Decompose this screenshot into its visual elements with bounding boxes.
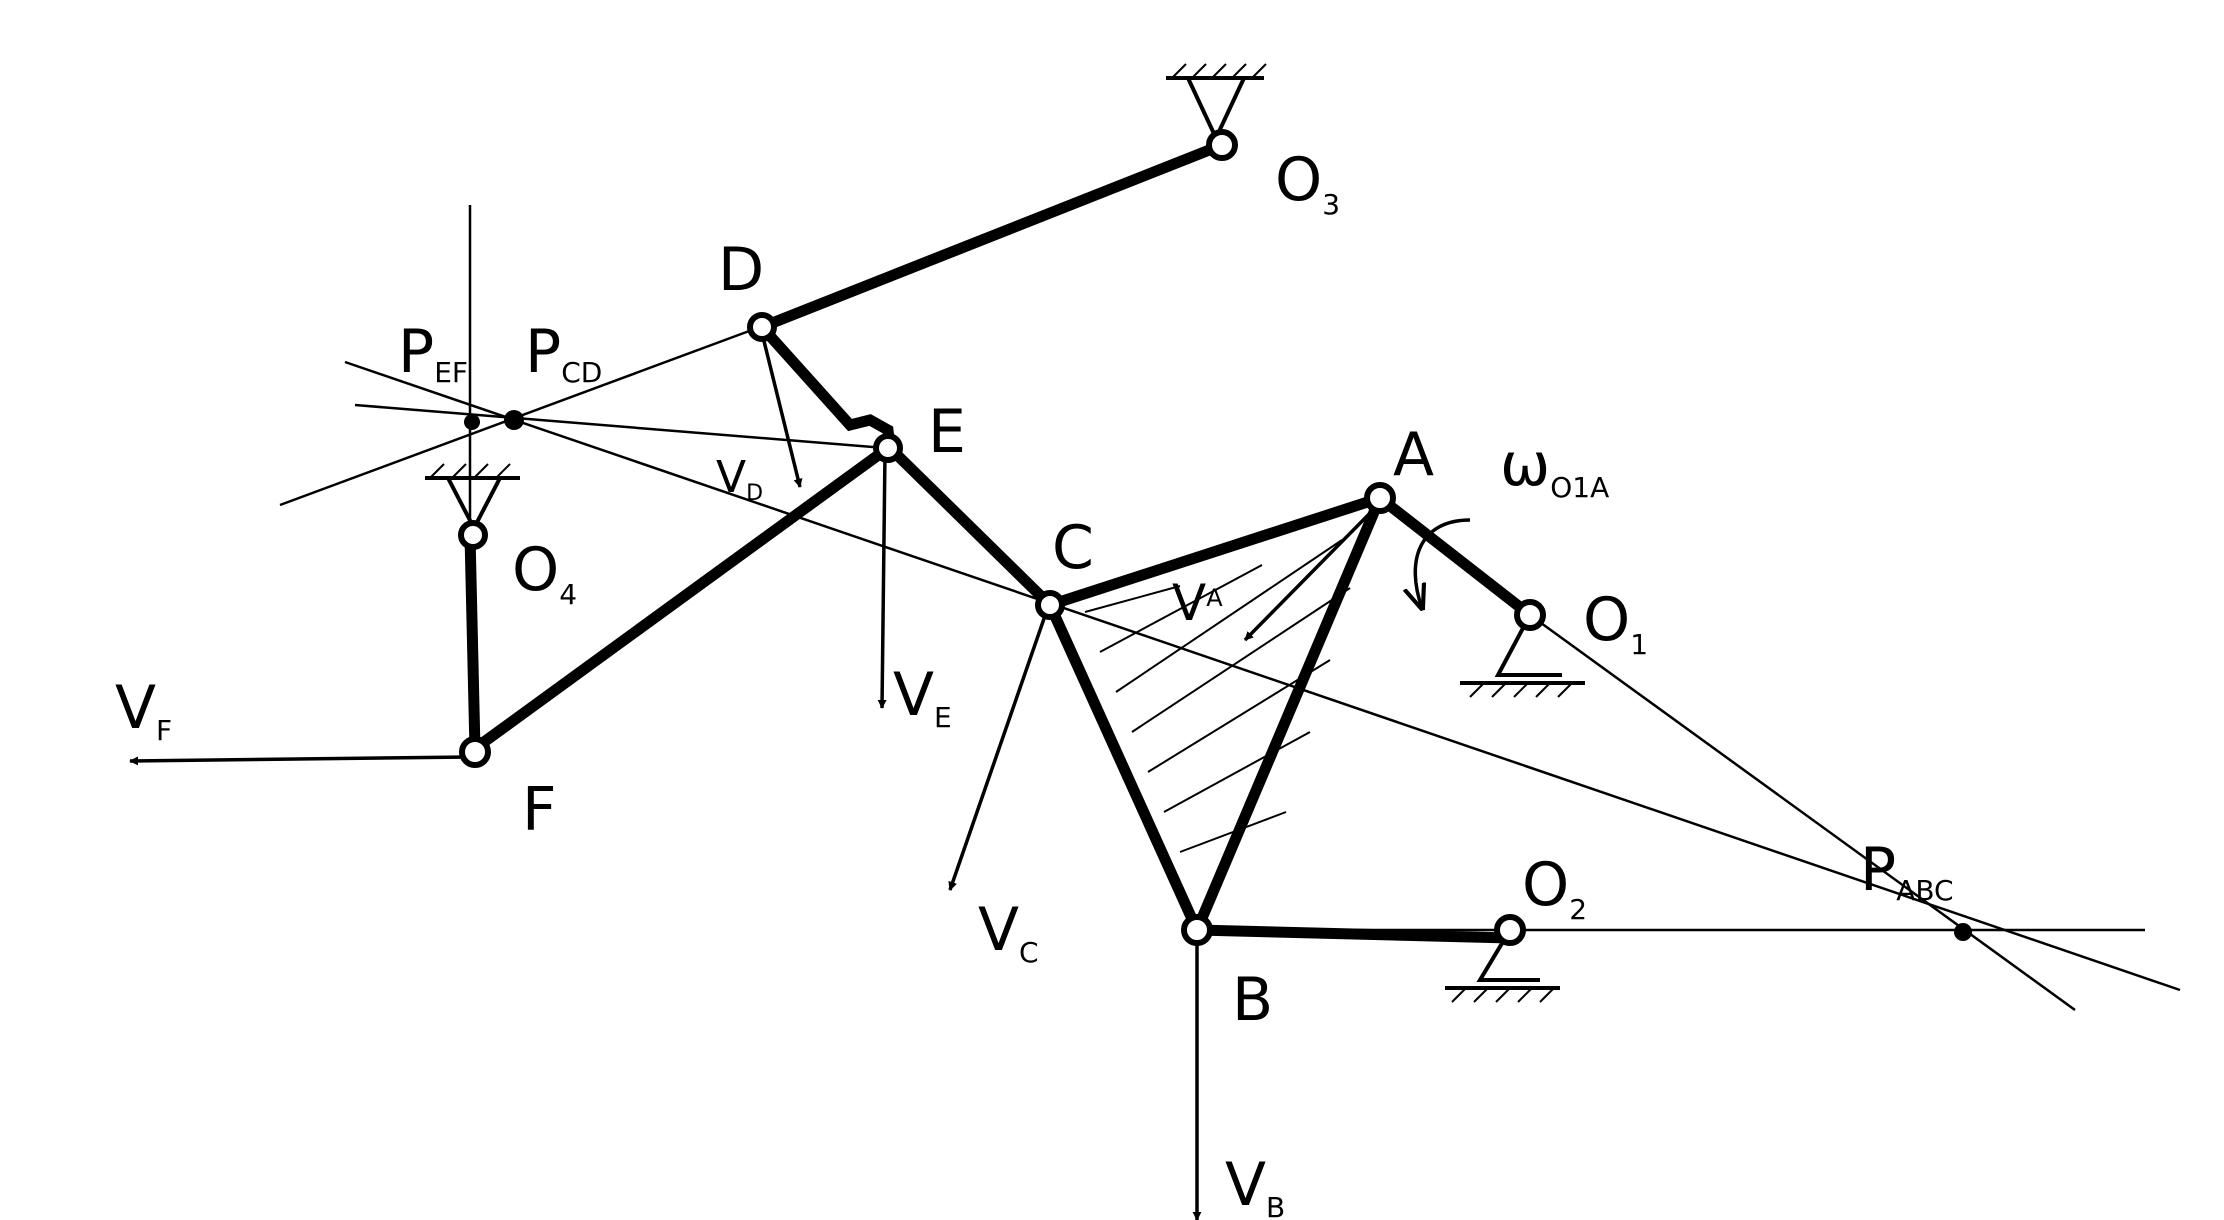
label-p-abc: PABC <box>1860 835 1954 907</box>
velocity-vectors <box>129 332 1471 1220</box>
omega-arc-arrow <box>1415 518 1471 608</box>
joints <box>458 129 1972 946</box>
label-b: B <box>1232 965 1273 1035</box>
center-p-abc <box>1954 923 1972 941</box>
label-v-e: VE <box>893 660 952 734</box>
link-e-f <box>467 442 894 756</box>
label-a: A <box>1393 420 1434 490</box>
label-f: F <box>522 775 557 845</box>
ground-support-o4 <box>425 463 520 533</box>
vector-v-c <box>948 609 1049 891</box>
joint-c <box>1035 590 1065 620</box>
label-omega-o1a: ωO1A <box>1500 430 1609 504</box>
link-o3-d <box>756 139 1228 333</box>
label-v-f: VF <box>115 673 172 747</box>
link-c-a <box>1044 492 1386 611</box>
joint-f <box>459 736 491 768</box>
joint-o1 <box>1514 599 1546 631</box>
label-o4: O4 <box>512 535 577 611</box>
joint-b <box>1181 914 1213 946</box>
ground-support-o2 <box>1445 928 1560 1003</box>
label-p-ef: PEF <box>398 317 468 389</box>
label-d: D <box>718 235 764 305</box>
label-v-c: VC <box>978 895 1039 969</box>
link-c-b <box>1044 599 1203 936</box>
joint-o4 <box>458 520 488 550</box>
link-e-c <box>884 442 1056 611</box>
label-o3: O3 <box>1275 145 1340 221</box>
label-v-a: VA <box>1172 574 1223 632</box>
ground-support-o3 <box>1166 63 1267 143</box>
joint-o2 <box>1494 914 1526 946</box>
label-c: C <box>1052 513 1094 583</box>
link-b-o2 <box>1191 924 1516 944</box>
joint-o3 <box>1206 129 1238 161</box>
joint-e <box>873 433 903 463</box>
joint-d <box>747 312 777 342</box>
line-o1-a-extension <box>1529 613 2076 1012</box>
label-p-cd: PCD <box>525 317 602 389</box>
vector-v-e <box>877 451 887 709</box>
label-o2: O2 <box>1522 850 1587 926</box>
line-p-ef-through-c <box>344 360 2181 992</box>
center-p-ef <box>464 414 480 430</box>
vector-v-a <box>1243 503 1380 642</box>
links <box>464 139 1536 944</box>
joint-a <box>1364 482 1396 514</box>
link-a-o1 <box>1374 492 1536 621</box>
label-v-b: VB <box>1225 1150 1285 1220</box>
vector-v-f <box>129 755 471 766</box>
vector-v-d <box>760 332 803 488</box>
link-a-b <box>1191 492 1386 936</box>
label-o1: O1 <box>1583 585 1648 661</box>
ground-support-o1 <box>1460 614 1585 698</box>
link-d-e <box>756 321 896 454</box>
labels: O3 D E C A O1 O2 B O4 F PEF PCD PABC VF … <box>115 145 1954 1220</box>
label-e: E <box>928 397 966 467</box>
link-o4-f <box>464 529 481 756</box>
label-v-d: VD <box>716 452 763 506</box>
center-p-cd <box>504 410 524 430</box>
line-through-e <box>354 403 886 450</box>
